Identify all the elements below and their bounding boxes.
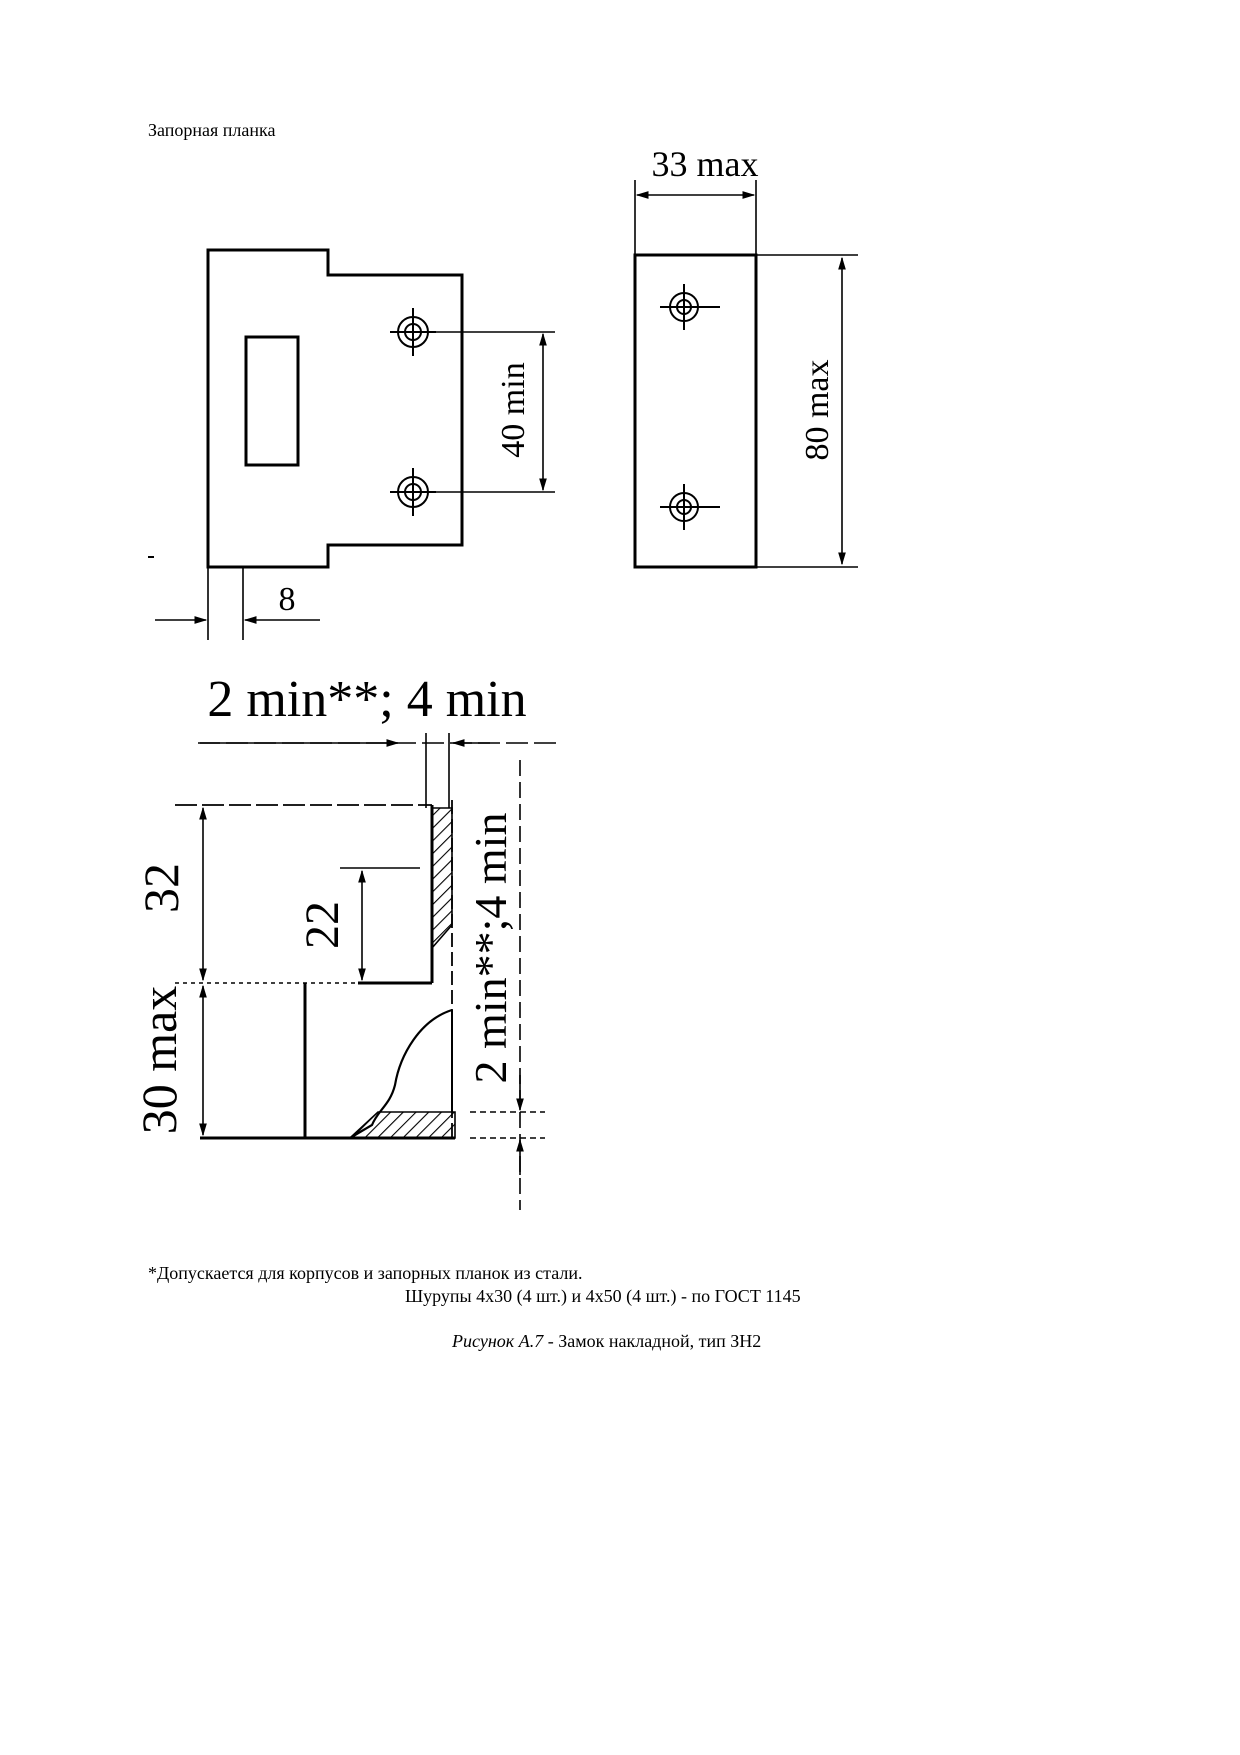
figure-caption: Рисунок А.7 - Замок накладной, тип ЗН2 bbox=[452, 1330, 761, 1352]
screw-hole-bottom bbox=[390, 468, 436, 516]
dim-height-22: 22 bbox=[296, 901, 349, 949]
dim-plate-width: 33 max bbox=[652, 144, 759, 184]
dim-gap-side: 2 min**;4 min bbox=[465, 813, 516, 1084]
figure-title: - Замок накладной, тип ЗН2 bbox=[543, 1331, 762, 1351]
latch-slot bbox=[244, 335, 300, 467]
dim-gap-top: 2 min**; 4 min bbox=[207, 671, 526, 728]
screws-note: Шурупы 4х30 (4 шт.) и 4х50 (4 шт.) - по … bbox=[405, 1286, 801, 1306]
dim-hole-spacing: 40 min bbox=[495, 362, 532, 457]
hatched-upper bbox=[431, 807, 453, 951]
dim-height-30: 30 max bbox=[131, 986, 187, 1135]
section-heading: Запорная планка bbox=[148, 120, 276, 140]
plate-outline bbox=[206, 248, 464, 569]
screw-hole-top bbox=[390, 308, 436, 356]
dim-height-32: 32 bbox=[133, 863, 189, 913]
dim-plate-height: 80 max bbox=[799, 359, 836, 460]
figure-number: Рисунок А.7 bbox=[452, 1331, 544, 1351]
dim-offset: 8 bbox=[279, 581, 296, 618]
front-view bbox=[148, 248, 555, 640]
side-screw-bottom bbox=[660, 484, 720, 530]
side-view bbox=[633, 180, 858, 569]
side-plate bbox=[633, 253, 758, 569]
footnote: *Допускается для корпусов и запорных пла… bbox=[148, 1263, 583, 1283]
side-screw-top bbox=[660, 284, 720, 330]
hatched-lower bbox=[347, 1111, 456, 1139]
section-view bbox=[175, 733, 562, 1210]
